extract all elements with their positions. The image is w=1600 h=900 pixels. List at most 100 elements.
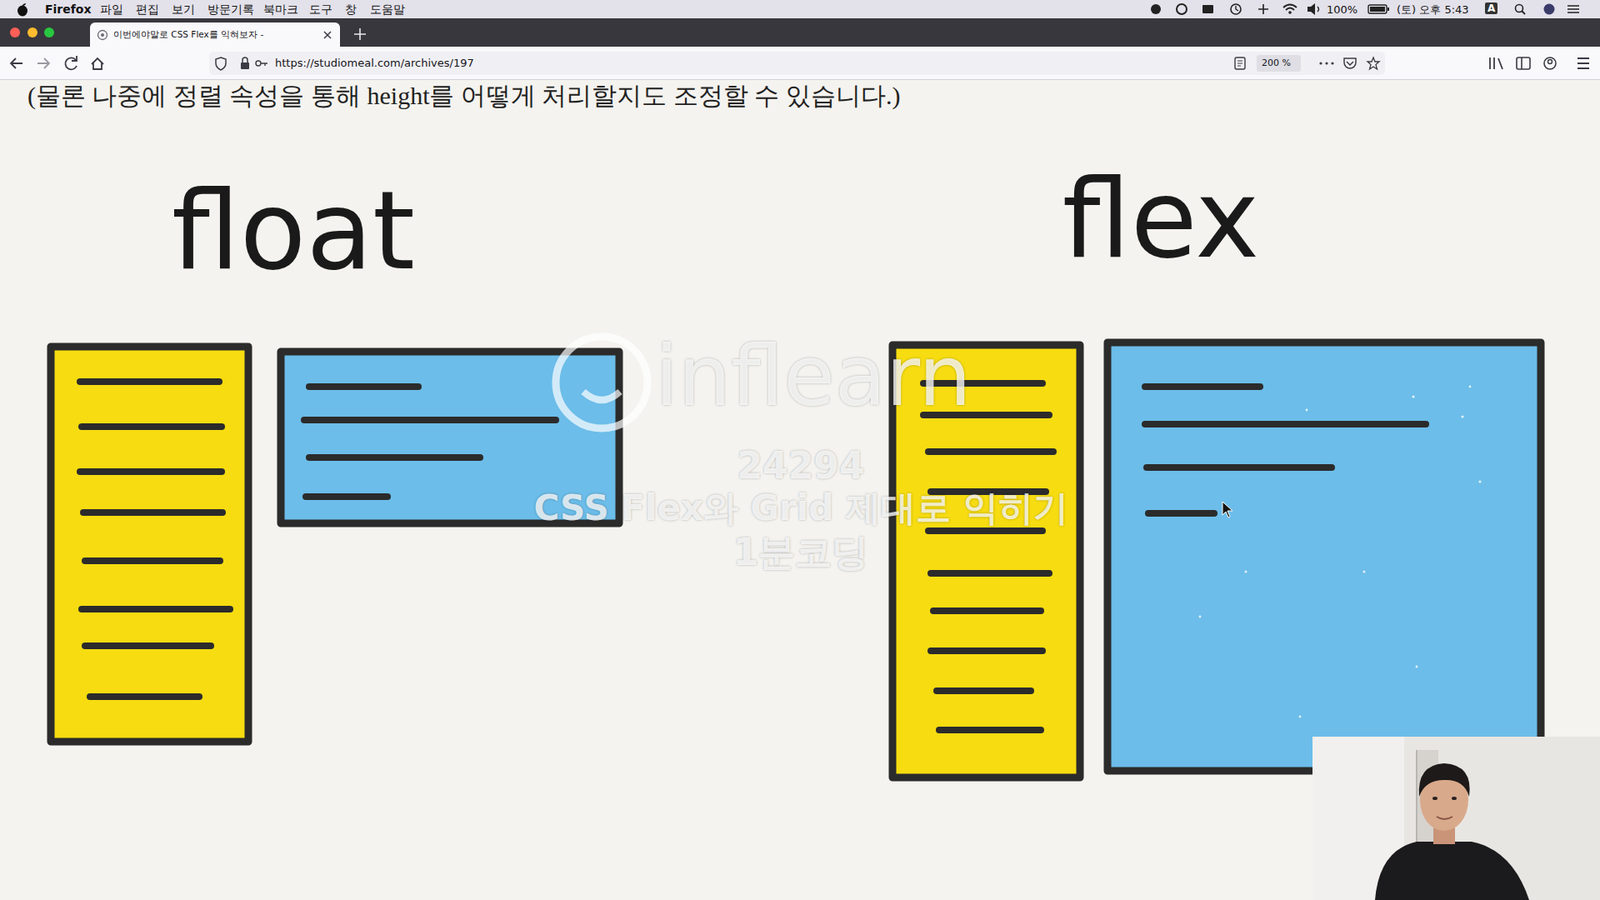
address-bar-icons (1346, 61, 1354, 65)
input-source: A (1485, 2, 1498, 15)
nav-bar (37, 58, 50, 69)
webcam-overlay (1312, 736, 1600, 900)
menu-item: 도움말 (370, 2, 405, 17)
menu-bar (0, 0, 1600, 19)
address-bar-icons (1237, 60, 1243, 66)
watermark-logo (583, 391, 620, 400)
menu-bar (1521, 10, 1525, 15)
menu-item: 북마크 (263, 2, 299, 17)
nav-bar (1577, 58, 1590, 69)
menu-bar (0, 0, 1600, 19)
flex-illustration (1415, 665, 1419, 669)
address-bar-icons (1319, 61, 1322, 65)
float-illustration (80, 381, 230, 697)
tab-favicon (100, 33, 105, 37)
address-bar-icons (242, 57, 248, 63)
menu-bar (17, 5, 28, 17)
flex-illustration (930, 647, 1043, 655)
page-sentence: (물론 나중에 정렬 속성을 통해 height를 어떻게 처리할지도 조정할 … (27, 80, 900, 111)
tab-close-icon (324, 31, 331, 39)
menu-bar (1387, 7, 1390, 11)
menu-bar (1307, 3, 1315, 15)
nav-bar (1544, 57, 1556, 70)
float-illustration (50, 346, 620, 742)
float-illustration (81, 423, 222, 430)
handwritten-heading: flex (1062, 165, 1260, 274)
flex-illustration (930, 570, 1050, 577)
float-illustration (80, 378, 220, 385)
menu-item: 파일 (100, 2, 124, 17)
flex-illustration (1245, 570, 1248, 574)
zoom-badge: 200 % (1256, 55, 1301, 72)
browser-tab: 이번에야말로 CSS Flex를 익혀보자 - (90, 22, 340, 47)
watermark: 24294 (736, 447, 865, 485)
menu-bar (1288, 10, 1292, 15)
flex-illustration (936, 687, 1031, 695)
address-bar-icons (1330, 61, 1334, 65)
flex-illustration (1148, 510, 1215, 517)
nav-bar (1520, 57, 1523, 70)
float-illustration (90, 693, 200, 700)
nav-bar (0, 46, 1600, 80)
float-illustration (80, 468, 222, 475)
flex-illustration (892, 342, 1541, 778)
webcam-overlay (1312, 736, 1600, 900)
app-menu: Firefox (45, 2, 92, 17)
clock: (토) 오후 5:43 (1396, 3, 1470, 17)
watermark: 1분코딩 (733, 534, 870, 571)
nav-bar (0, 79, 1600, 80)
flex-illustration (1305, 409, 1309, 412)
float-illustration (309, 454, 480, 461)
flex-illustration (928, 448, 1054, 455)
menu-bar (1317, 6, 1320, 12)
menu-bar (1370, 6, 1385, 12)
float-illustration (50, 346, 249, 742)
nav-bar (1516, 57, 1530, 70)
flex-illustration (1145, 386, 1426, 514)
menu-item: 보기 (171, 2, 195, 17)
tab-strip (44, 27, 55, 38)
tab-favicon (98, 30, 108, 40)
zoom-badge-text: 200 % (1261, 55, 1291, 72)
menu-bar (1150, 4, 1161, 15)
webcam-overlay (1432, 796, 1438, 800)
browser-tab-text: 이번에야말로 CSS Flex를 익혀보자 - (113, 22, 264, 47)
tab-strip (0, 18, 1600, 47)
nav-bar (10, 58, 23, 69)
menu-bar (1202, 5, 1214, 14)
webcam-overlay (1419, 763, 1470, 797)
watermark: inflearn (655, 335, 972, 419)
tab-favicon (96, 29, 109, 41)
menu-bar (1230, 4, 1241, 15)
address-bar-icons (215, 57, 226, 70)
mouse-cursor (1222, 501, 1233, 518)
page-ground (0, 80, 1600, 900)
webcam-overlay (1451, 796, 1457, 800)
tab-strip (354, 28, 366, 40)
menu-item: 도구 (309, 2, 333, 17)
float-illustration (304, 416, 556, 424)
menu-bar (1368, 5, 1387, 14)
float-illustration (85, 642, 211, 650)
nav-bar (1548, 60, 1553, 65)
address-bar-text: https://studiomeal.com/archives/197 (275, 51, 475, 75)
battery-level: 100% (1326, 3, 1358, 17)
tab-strip (10, 27, 20, 38)
address-bar-icons (1367, 57, 1380, 70)
float-illustration (85, 557, 220, 565)
float-illustration (81, 605, 230, 613)
flex-illustration (1146, 464, 1332, 471)
menu-item: 방문기록 (207, 2, 255, 17)
flex-illustration (1411, 395, 1415, 398)
menu-bar (1258, 4, 1269, 15)
tab-strip (0, 18, 1600, 47)
flex-illustration (939, 726, 1041, 734)
webcam-overlay (1375, 841, 1530, 900)
menu-bar (1567, 5, 1580, 13)
nav-bar (0, 46, 1600, 80)
flex-illustration (1299, 715, 1302, 719)
watermark-logo (555, 336, 648, 429)
flex-illustration (1469, 385, 1472, 389)
flex-illustration (1363, 570, 1366, 574)
